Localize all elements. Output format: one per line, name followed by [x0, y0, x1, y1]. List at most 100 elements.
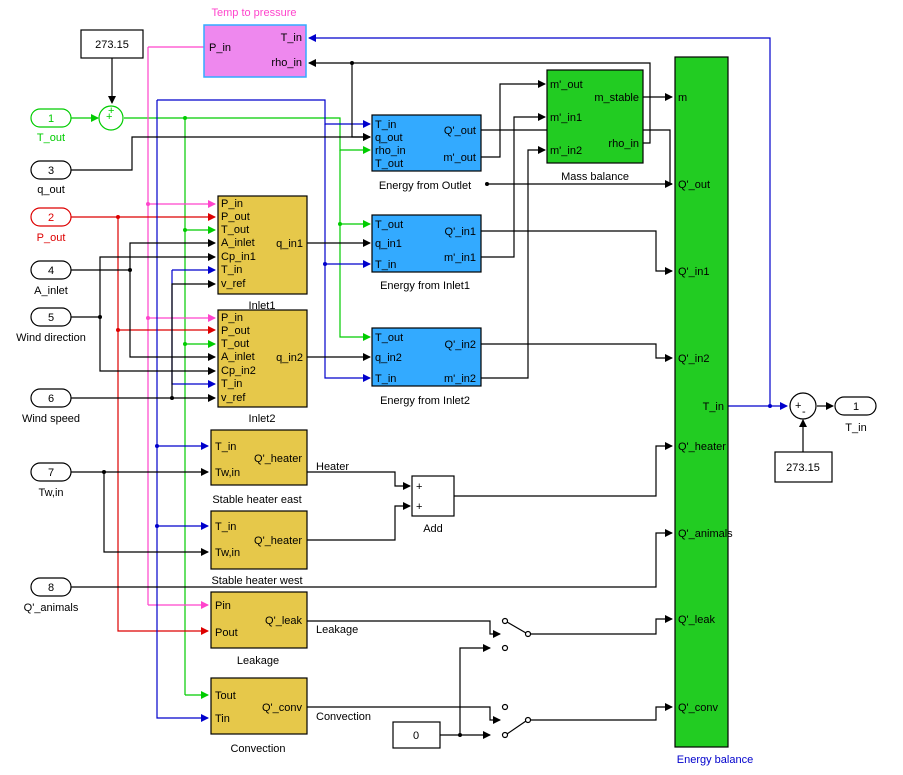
temp-to-pressure-title: Temp to pressure [212, 7, 297, 19]
port-label: Q'_heater [254, 453, 302, 465]
port-label: Q'_in2 [445, 339, 476, 351]
block-convection[interactable]: Convection Tout Tin Q'_conv [210, 677, 308, 755]
port-label: T_out [221, 338, 249, 350]
port-label: v_ref [221, 392, 246, 404]
port-label: T_in [375, 373, 396, 385]
block-energy-from-inlet2[interactable]: Energy from Inlet2 T_out q_in2 T_in Q'_i… [371, 327, 482, 407]
inport-number: 4 [48, 265, 54, 277]
port-label: T_in [215, 521, 236, 533]
port-label: T_out [375, 332, 403, 344]
port-label: q_in2 [375, 352, 402, 364]
port-label: T_in [215, 441, 236, 453]
constant-right-value: 273.15 [786, 462, 820, 474]
port-label: Tw,in [215, 547, 240, 559]
block-add[interactable]: Add + + [411, 475, 455, 535]
block-inlet1[interactable]: Inlet1 P_in P_out T_out A_inlet Cp_in1 T… [217, 195, 308, 312]
port-label: Q'_leak [265, 615, 302, 627]
branch-points [98, 61, 772, 737]
inlet2-title: Inlet2 [249, 413, 276, 425]
block-energy-from-inlet1[interactable]: Energy from Inlet1 T_out q_in1 T_in Q'_i… [371, 214, 482, 292]
port-label: Q'_in2 [678, 353, 709, 365]
port-label: P_out [221, 325, 250, 337]
port-label: Tw,in [215, 467, 240, 479]
block-temp-to-pressure[interactable]: Temp to pressure P_in T_in rho_in [203, 7, 307, 78]
block-energy-from-outlet[interactable]: Energy from Outlet T_in q_out rho_in T_o… [371, 114, 482, 192]
port-label: Q'_in1 [678, 266, 709, 278]
outport-label: T_in [845, 422, 866, 434]
block-leakage[interactable]: Leakage Pin Pout Q'_leak [210, 591, 308, 667]
port-label: T_in [221, 378, 242, 390]
port-label: q_out [375, 132, 403, 144]
port-label: rho_in [375, 145, 406, 157]
port-label: T_in [375, 259, 396, 271]
port-label: m'_out [550, 79, 583, 91]
constant-zero[interactable]: 0 [392, 721, 441, 749]
sum-top[interactable]: + + [98, 105, 124, 131]
inport-number: 5 [48, 312, 54, 324]
inport-label: Wind direction [16, 332, 86, 344]
constant-top-value: 273.15 [95, 39, 129, 51]
port-label: T_in [375, 119, 396, 131]
block-inlet2[interactable]: Inlet2 P_in P_out T_out A_inlet Cp_in2 T… [217, 309, 308, 425]
sum-right[interactable]: + - [789, 392, 817, 420]
add-sign2: + [416, 501, 422, 513]
port-label: m'_in1 [550, 112, 582, 124]
block-energy-balance[interactable]: Energy balance m Q'_out Q'_in1 Q'_in2 Q'… [674, 56, 753, 766]
port-label: m_stable [594, 92, 639, 104]
inport-2[interactable]: 2P_out [30, 207, 72, 244]
port-label: P_out [221, 211, 250, 223]
inport-8[interactable]: 8Q'_animals [24, 577, 79, 614]
port-label: Q'_in1 [445, 226, 476, 238]
port-label: v_ref [221, 278, 246, 290]
port-label: rho_in [608, 138, 639, 150]
sum-right-minus: - [802, 406, 806, 418]
convection-title: Convection [230, 743, 285, 755]
port-label: Cp_in1 [221, 251, 256, 263]
inport-3[interactable]: 3q_out [30, 160, 72, 196]
port-label: rho_in [271, 57, 302, 69]
inport-number: 8 [48, 582, 54, 594]
port-label: Q'_conv [262, 702, 303, 714]
port-label: m'_in2 [444, 373, 476, 385]
port-label: T_in [281, 32, 302, 44]
port-label: m [678, 92, 687, 104]
inport-label: A_inlet [34, 285, 68, 297]
port-label: m'_in1 [444, 252, 476, 264]
add-title: Add [423, 523, 443, 535]
inport-4[interactable]: 4A_inlet [30, 260, 72, 297]
constant-right[interactable]: 273.15 [774, 451, 833, 483]
port-label: T_out [221, 224, 249, 236]
block-mass-balance[interactable]: Mass balance m'_out m'_in1 m'_in2 m_stab… [546, 69, 644, 183]
heater-east-title: Stable heater east [212, 494, 301, 506]
mass-balance-title: Mass balance [561, 171, 629, 183]
constant-top[interactable]: 273.15 [80, 29, 144, 59]
heater-west-title: Stable heater west [211, 575, 302, 587]
block-stable-heater-west[interactable]: Stable heater west T_in Tw,in Q'_heater [210, 510, 308, 587]
inlet1-title: Inlet1 [249, 300, 276, 312]
outport-number: 1 [853, 401, 859, 413]
port-label: Q'_conv [678, 702, 719, 714]
energy-balance-title: Energy balance [677, 754, 753, 766]
inport-number: 3 [48, 165, 54, 177]
inport-number: 2 [48, 212, 54, 224]
port-label: Q'_heater [678, 441, 726, 453]
inport-number: 7 [48, 467, 54, 479]
inport-1[interactable]: 1T_out [30, 108, 72, 144]
inport-label: Wind speed [22, 413, 80, 425]
sum-top-sign1: + [106, 111, 112, 123]
switch-leakage[interactable] [501, 617, 532, 652]
port-label: T_out [375, 219, 403, 231]
port-label: Cp_in2 [221, 365, 256, 377]
inport-label: Q'_animals [24, 602, 79, 614]
port-label: P_in [221, 312, 243, 324]
outport-t-in[interactable]: 1 T_in [834, 396, 877, 434]
block-stable-heater-east[interactable]: Stable heater east T_in Tw,in Q'_heater [210, 429, 308, 506]
inport-7[interactable]: 7Tw,in [30, 462, 72, 499]
energy-outlet-title: Energy from Outlet [379, 180, 471, 192]
sum-top-sign2: + [108, 105, 114, 117]
switch-convection[interactable] [501, 703, 532, 739]
